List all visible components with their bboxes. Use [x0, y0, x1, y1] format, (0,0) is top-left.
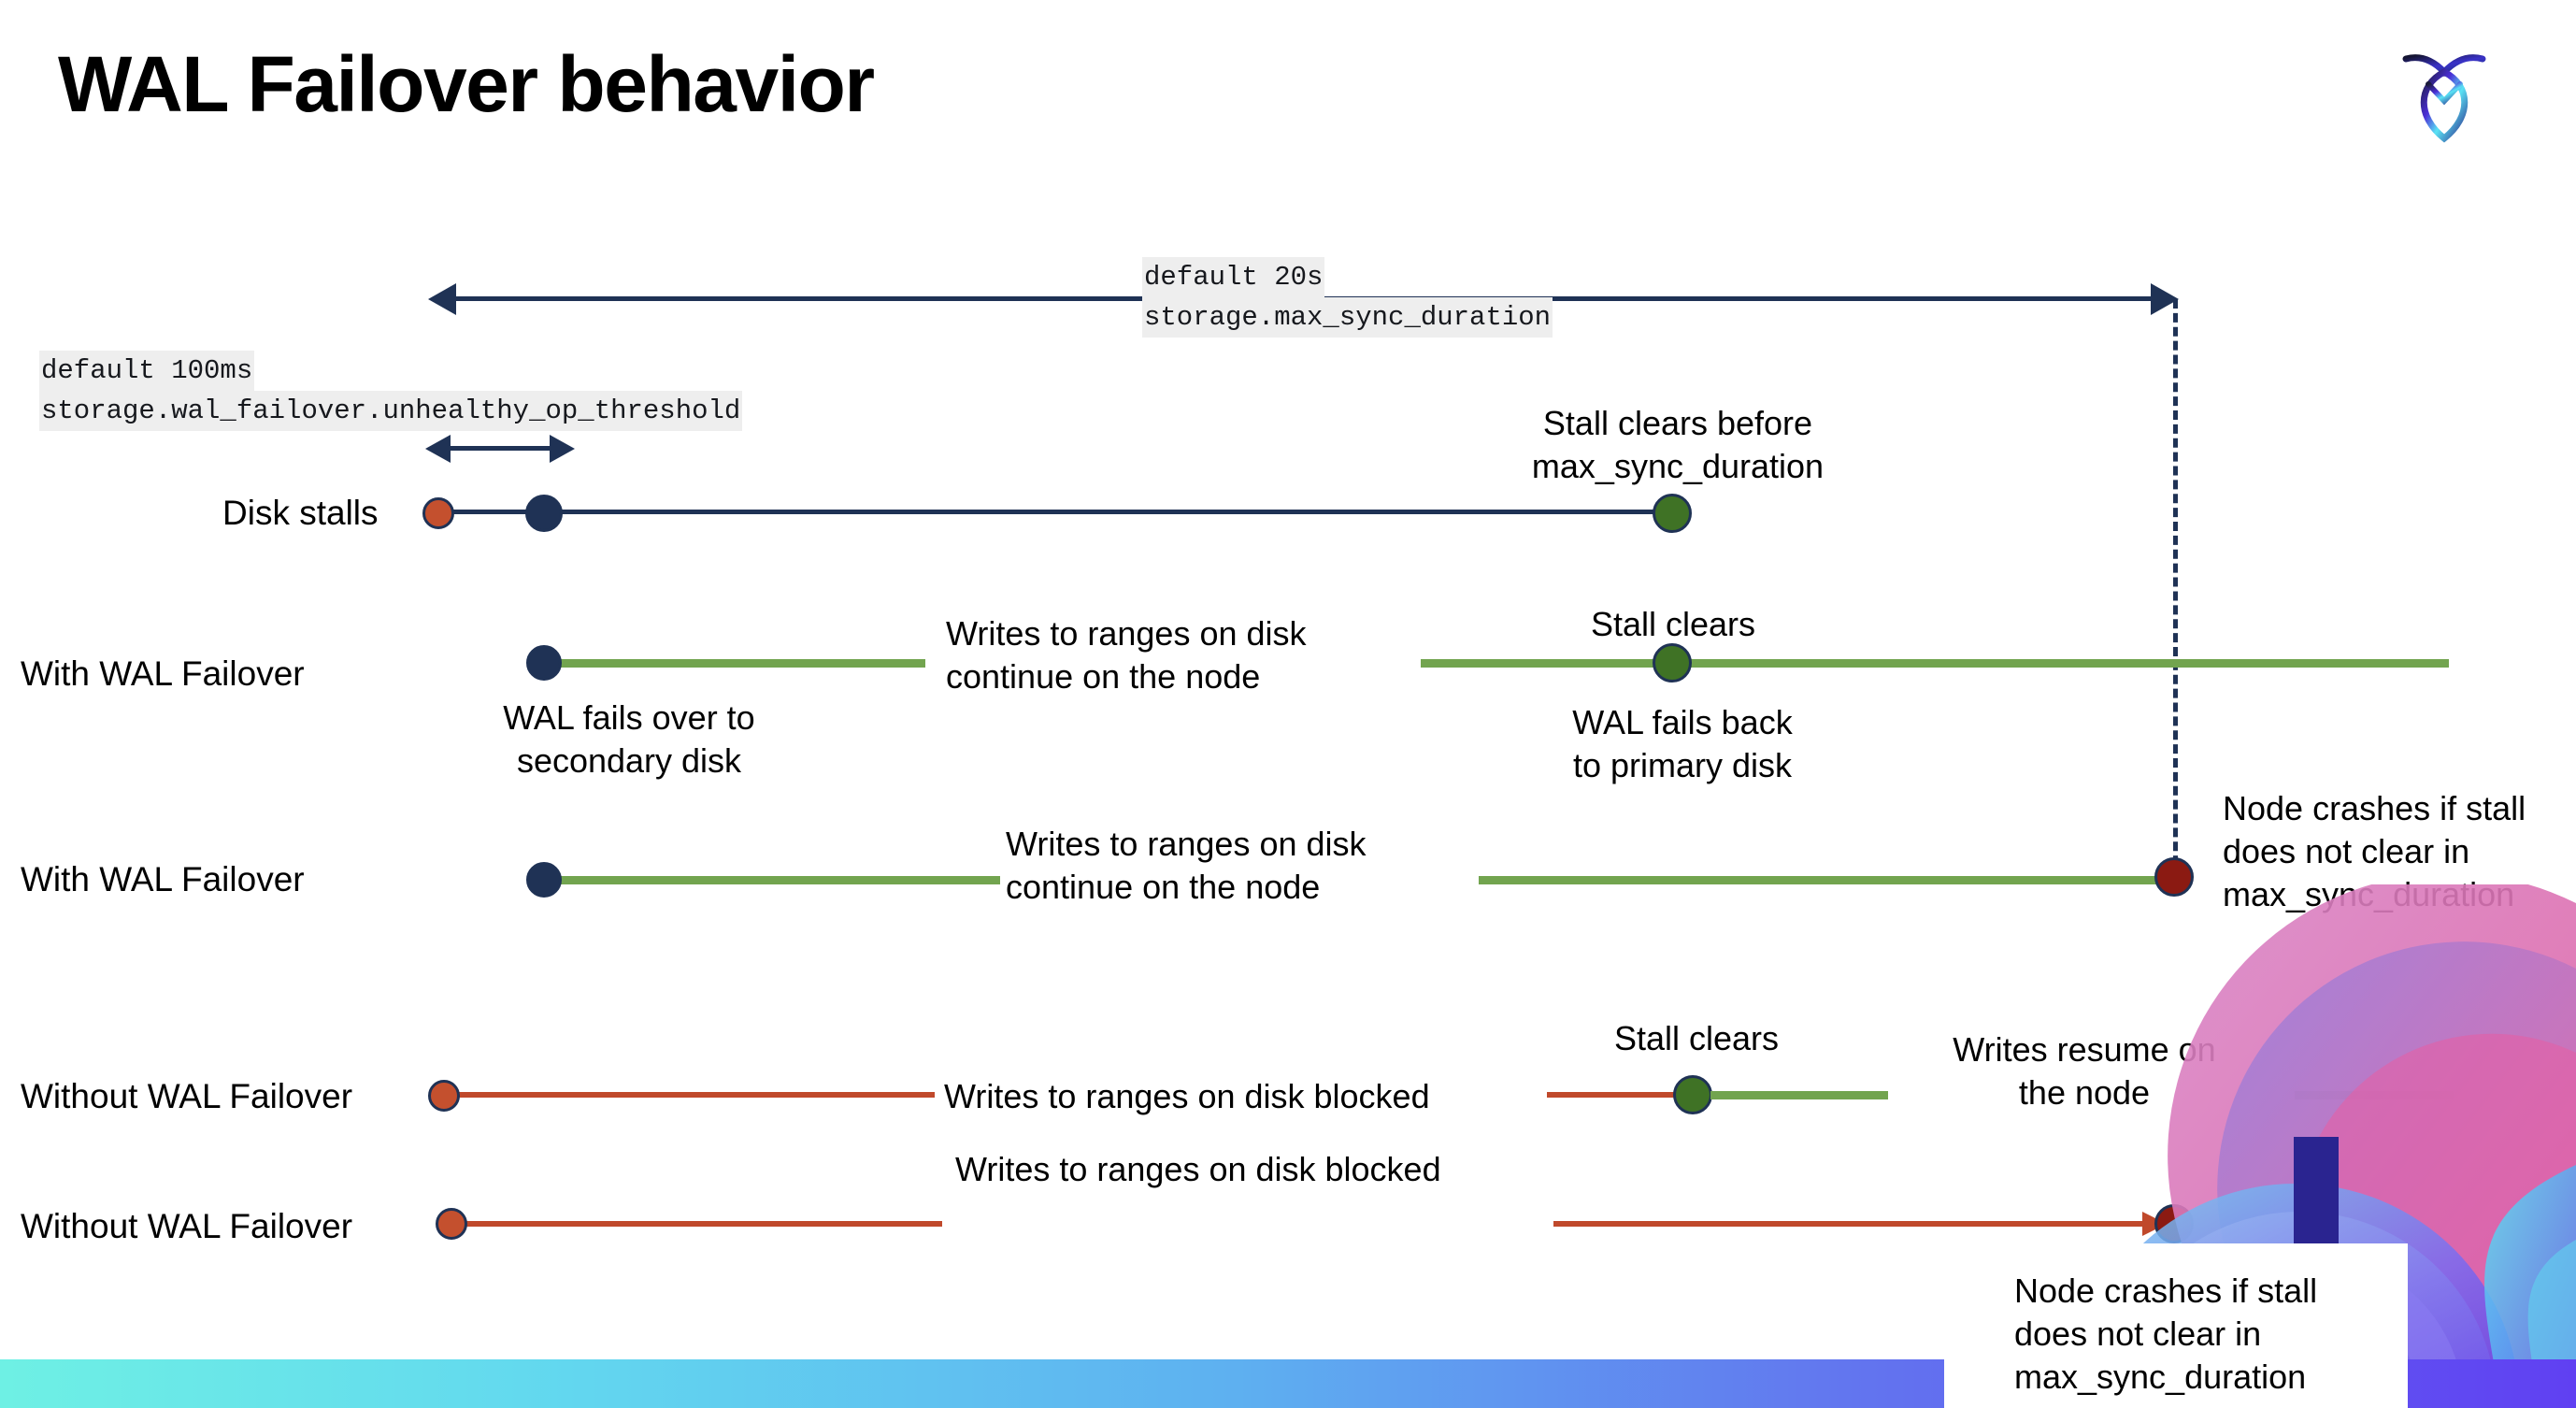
without-wal-row1-resume-line-b — [2295, 1091, 2454, 1099]
disk-stall-cleared-dot — [1653, 494, 1692, 533]
disk-stall-start-dot — [422, 497, 454, 529]
row-label-with-wal-failover-2: With WAL Failover — [21, 860, 305, 898]
callout-writes-blocked-2: Writes to ranges on disk blocked — [955, 1150, 1441, 1188]
unhealthy-op-threshold-annotation: default 100ms storage.wal_failover.unhea… — [39, 351, 743, 432]
threshold-arrow-line — [449, 446, 551, 451]
callout-wal-fails-back: WAL fails back to primary disk — [1572, 703, 1793, 785]
without-wal-row2-start-dot — [436, 1208, 467, 1240]
callout-writes-blocked-1: Writes to ranges on disk blocked — [944, 1077, 1430, 1115]
wal-failover-row1-stall-clears-dot — [1653, 643, 1692, 682]
unhealthy-op-default-value: default 100ms — [39, 351, 255, 392]
unhealthy-op-setting-name: storage.wal_failover.unhealthy_op_thresh… — [39, 391, 743, 432]
max-sync-duration-annotation: default 20s storage.max_sync_duration — [1142, 257, 1553, 338]
max-sync-default-value: default 20s — [1142, 257, 1325, 298]
without-wal-row2-crash-dot — [2154, 1204, 2194, 1243]
wal-failover-row2-segment-b — [1479, 876, 2180, 884]
callout-writes-resume: Writes resume on the node — [1953, 1030, 2216, 1113]
threshold-arrow-left-head — [425, 435, 451, 463]
row-label-disk-stalls: Disk stalls — [222, 494, 379, 532]
without-wal-row1-blocked-line-a — [449, 1092, 935, 1098]
wal-failover-row2-crash-dot — [2154, 857, 2194, 897]
cockroach-logo — [2393, 28, 2496, 150]
callout-stall-clears-2: Stall clears — [1613, 1019, 1780, 1057]
wal-failover-row1-start-dot — [526, 645, 562, 681]
wal-failover-row2-segment-a — [533, 876, 1000, 884]
callout-writes-continue-1: Writes to ranges on disk continue on the… — [946, 614, 1307, 697]
bottom-callout-backdrop — [1944, 1243, 2408, 1408]
callout-wal-fails-over: WAL fails over to secondary disk — [503, 698, 755, 781]
row-label-without-wal-failover-1: Without WAL Failover — [21, 1077, 353, 1115]
without-wal-row1-resume-line-a — [1710, 1091, 1888, 1099]
threshold-arrow-right-head — [550, 435, 575, 463]
without-wal-row1-blocked-line-b — [1547, 1092, 1687, 1098]
callout-stall-clears-before: Stall clears before max_sync_duration — [1531, 404, 1825, 486]
without-wal-row2-blocked-line-b — [1553, 1221, 2161, 1227]
without-wal-row1-stall-clears-dot — [1673, 1075, 1712, 1114]
disk-stalls-timeline — [436, 510, 1670, 514]
max-sync-deadline-dashed-line — [2173, 299, 2178, 879]
wal-failover-row1-segment-a — [533, 659, 925, 668]
wal-failover-row2-start-dot — [526, 862, 562, 898]
max-sync-arrow-left-head — [428, 283, 456, 315]
row-label-without-wal-failover-2: Without WAL Failover — [21, 1207, 353, 1245]
callout-writes-continue-2: Writes to ranges on disk continue on the… — [1006, 825, 1367, 907]
without-wal-row1-start-dot — [428, 1080, 460, 1112]
callout-node-crashes-1: Node crashes if stall does not clear in … — [2223, 789, 2526, 914]
callout-stall-clears-1: Stall clears — [1590, 605, 1756, 643]
row-label-with-wal-failover-1: With WAL Failover — [21, 654, 305, 693]
disk-stall-detected-dot — [525, 495, 563, 532]
without-wal-row2-blocked-line-a — [456, 1221, 942, 1227]
wal-failover-row1-segment-b — [1421, 659, 2449, 668]
max-sync-setting-name: storage.max_sync_duration — [1142, 297, 1553, 338]
page-title: WAL Failover behavior — [58, 40, 875, 128]
callout-node-crashes-2: Node crashes if stall does not clear in … — [2014, 1272, 2318, 1397]
